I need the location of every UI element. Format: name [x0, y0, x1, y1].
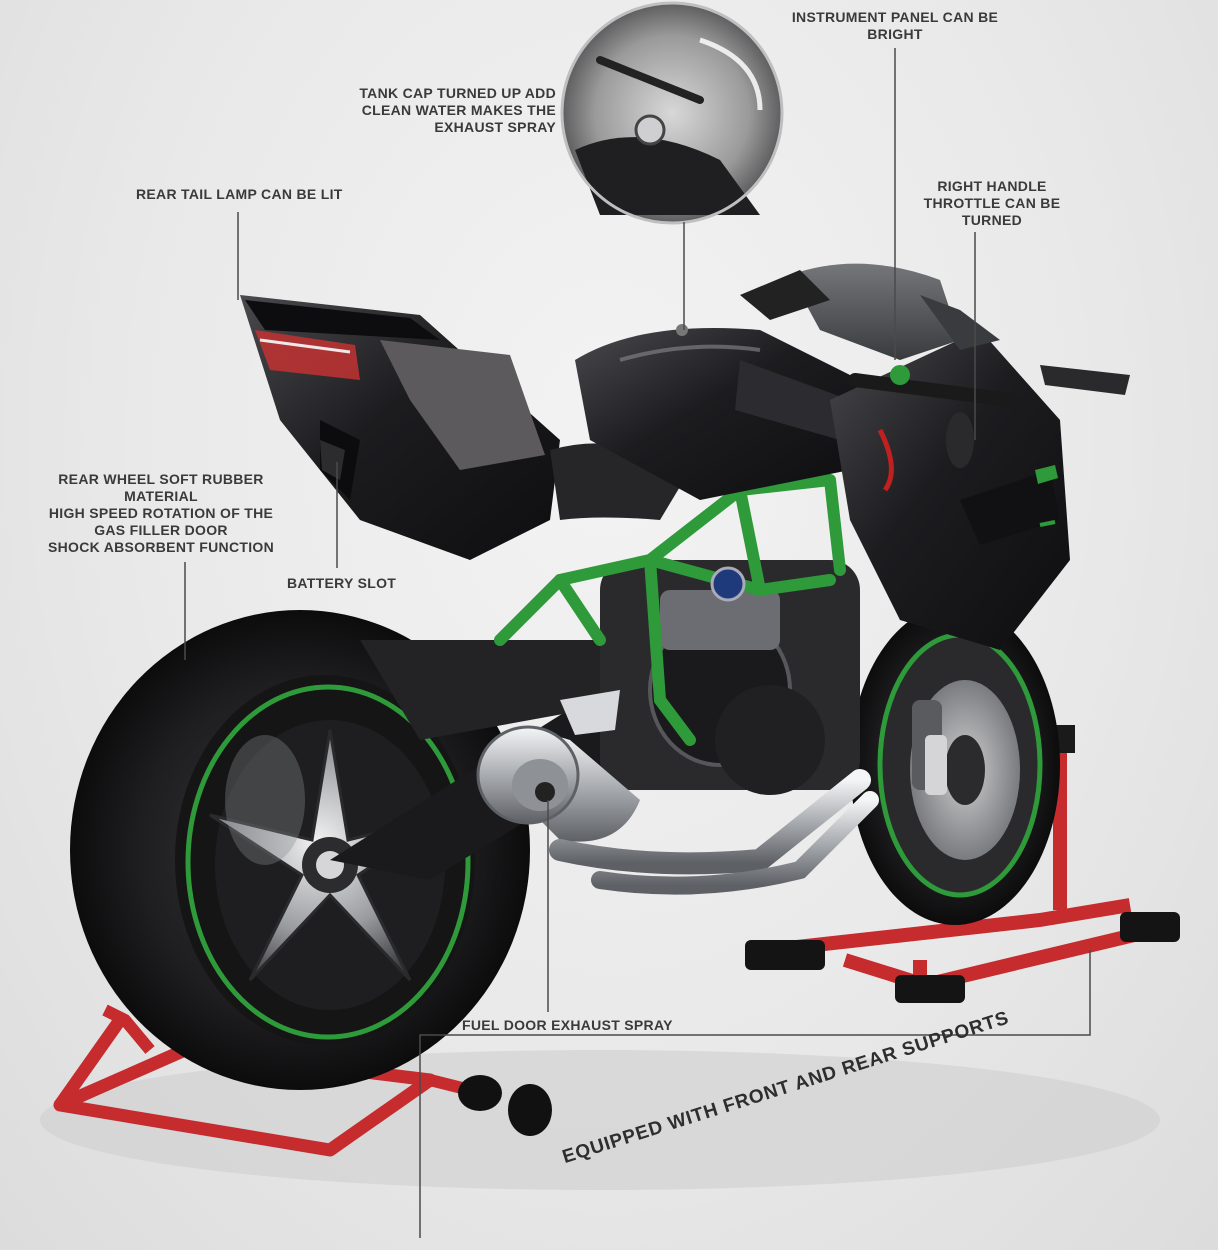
tank-cap-inset [560, 1, 784, 225]
rear-tail-lamp-label: REAR TAIL LAMP CAN BE LIT [136, 186, 343, 202]
windshield [740, 263, 1130, 395]
battery-slot-label: BATTERY SLOT [287, 575, 397, 591]
right-handle-label: RIGHT HANDLE THROTTLE CAN BE TURNED [923, 178, 1061, 228]
callout-lines [184, 48, 1091, 1238]
tank-cap-label: TANK CAP TURNED UP ADD CLEAN WATER MAKES… [359, 85, 556, 135]
instrument-panel-label: INSTRUMENT PANEL CAN BE BRIGHT [791, 9, 999, 42]
exhaust [476, 690, 879, 895]
front-stand [745, 725, 1180, 1003]
green-frame [494, 474, 846, 746]
handlebars [848, 365, 1017, 492]
fuel-tank [575, 324, 860, 500]
fuel-door-label: FUEL DOOR EXHAUST SPRAY [462, 1017, 673, 1033]
tail-section [240, 295, 560, 560]
front-fairing [830, 330, 1070, 650]
front-wheel [850, 605, 1060, 925]
rear-wheel-label: REAR WHEEL SOFT RUBBER MATERIAL HIGH SPE… [47, 471, 274, 555]
